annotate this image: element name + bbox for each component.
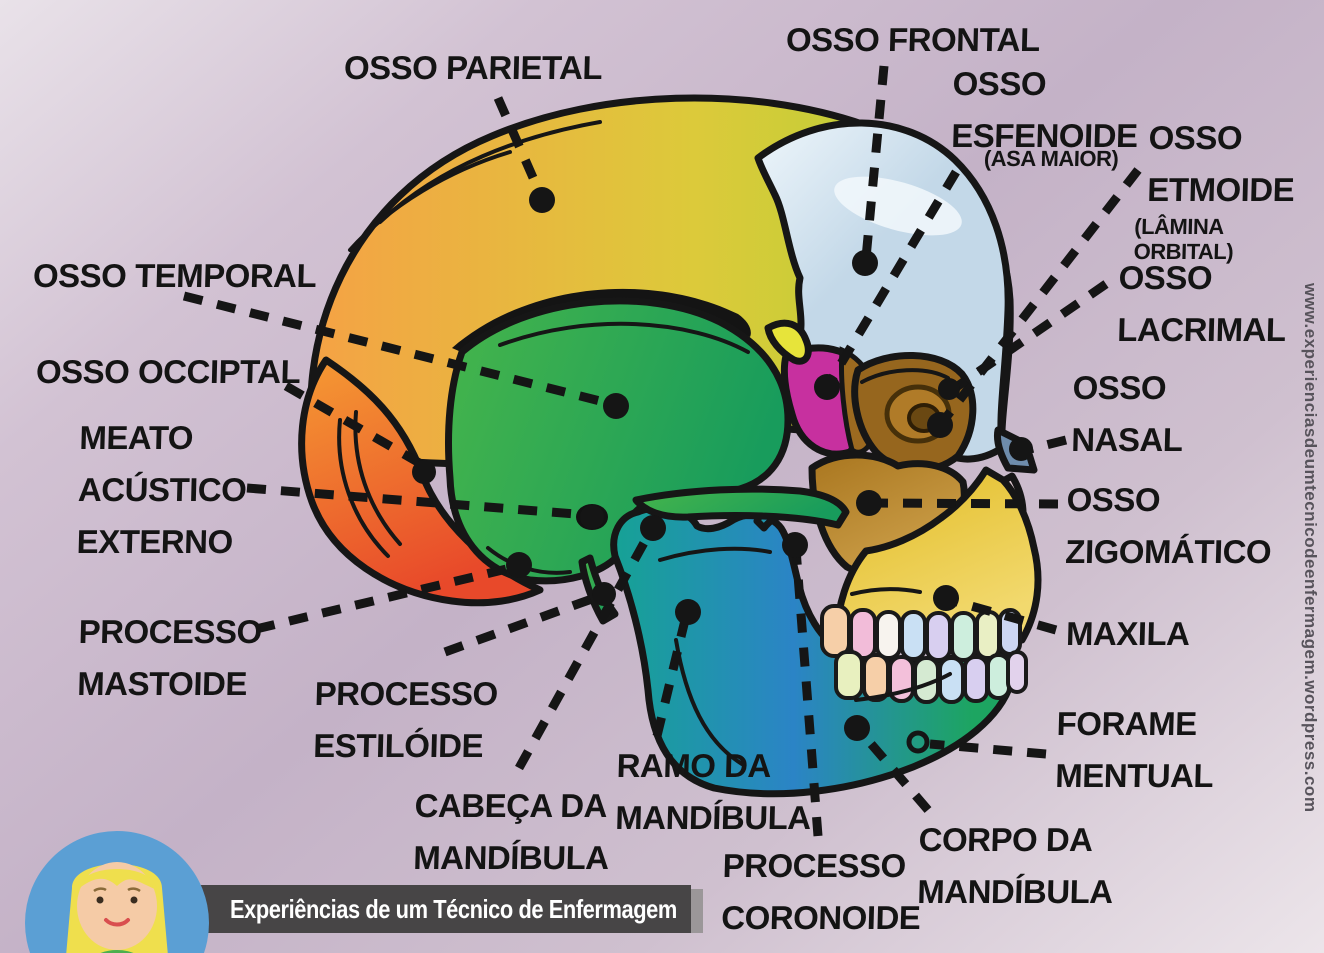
tooth xyxy=(875,610,902,660)
label-osso-occipital: OSSO OCCIPTAL xyxy=(35,353,301,390)
sketch-line xyxy=(860,368,950,384)
leader-mastoide xyxy=(254,562,517,634)
label-osso-etmoide: OSSO ETMOIDE xyxy=(1146,119,1295,208)
label-cabeca-mandibula: CABEÇA DA MANDÍBULA xyxy=(412,787,610,876)
tooth xyxy=(986,653,1011,700)
mental-foramen xyxy=(906,730,930,754)
leader-maxila xyxy=(948,595,1058,635)
leader-corpo xyxy=(856,728,932,813)
anchor-parietal xyxy=(529,187,555,213)
anchor-maxila xyxy=(933,585,959,611)
tooth xyxy=(950,611,977,662)
avatar-fringe xyxy=(77,869,157,890)
tooth xyxy=(938,656,965,704)
sketch-line xyxy=(854,672,952,702)
label-meato-acustico: MEATO ACÚSTICO EXTERNO xyxy=(76,419,247,560)
leader-etmoide xyxy=(940,167,1142,423)
anchor-esfenoide xyxy=(814,374,840,400)
tooth xyxy=(975,610,1001,660)
tooth xyxy=(900,610,927,661)
label-osso-zigomatico: OSSO ZIGOMÁTICO xyxy=(1064,481,1272,570)
avatar-eyebrow xyxy=(127,887,141,893)
tooth xyxy=(820,604,851,658)
avatar-eye xyxy=(96,896,104,904)
anchor-frontal xyxy=(852,250,878,276)
avatar-face xyxy=(77,862,157,950)
label-processo-estiloide: PROCESSO ESTILÓIDE xyxy=(312,675,499,764)
anchor-coronoide xyxy=(782,532,808,558)
leader-occipital xyxy=(283,382,431,472)
maxilla-bone xyxy=(832,466,1042,646)
anchor-nasal xyxy=(1009,437,1033,461)
blog-banner-title: Experiências de um Técnico de Enfermagem xyxy=(230,894,677,924)
leader-cabeca xyxy=(515,529,654,771)
label-osso-temporal: OSSO TEMPORAL xyxy=(32,257,317,294)
anchor-mastoide xyxy=(506,552,532,578)
nurse-avatar xyxy=(25,831,209,953)
zygomatic-arch xyxy=(632,485,850,529)
label-forame-mentual: FORAME MENTUAL xyxy=(1054,705,1214,794)
watermark-url: www.experienciasdeumtecnicodeenfermagem.… xyxy=(1301,283,1320,813)
anchor-occipital xyxy=(412,460,436,484)
leader-lines xyxy=(182,65,1142,837)
banner-edge xyxy=(691,889,703,933)
leader-temporal xyxy=(182,291,614,409)
leader-parietal xyxy=(493,96,547,200)
anchor-ramo xyxy=(675,599,701,625)
label-processo-coronoide: PROCESSO CORONOIDE xyxy=(720,847,921,936)
lower-teeth xyxy=(834,650,1028,704)
label-osso-lacrimal: OSSO LACRIMAL xyxy=(1116,259,1287,348)
sketch-line xyxy=(498,321,750,354)
sketch-line xyxy=(850,587,922,596)
leader-ramo xyxy=(652,614,691,738)
avatar-eye xyxy=(130,896,138,904)
anchor-meato xyxy=(580,505,604,529)
leader-meato xyxy=(246,483,589,520)
label-corpo-mandibula: CORPO DA MANDÍBULA xyxy=(916,821,1114,910)
leader-estiloide xyxy=(443,591,602,657)
tooth xyxy=(834,650,864,700)
anchor-lacrimal xyxy=(938,378,960,400)
sketch-line xyxy=(658,546,772,562)
label-asa-maior: (ASA MAIOR) xyxy=(983,146,1119,171)
anchor-corpo xyxy=(844,715,870,741)
label-osso-nasal: OSSO NASAL xyxy=(1070,369,1183,458)
anchor-etmoide xyxy=(927,412,953,438)
tooth xyxy=(925,611,952,662)
leader-esfenoide xyxy=(826,169,960,385)
frontal-bone-shine xyxy=(834,176,962,236)
avatar-smile xyxy=(104,918,130,927)
anchor-zigomatico xyxy=(856,490,882,516)
tooth xyxy=(862,653,890,702)
avatar-eyebrow xyxy=(93,887,107,893)
anchor-temporal xyxy=(603,393,629,419)
sphenoid-yellow-patch xyxy=(764,319,812,365)
anchor-cabeca xyxy=(640,515,666,541)
label-osso-parietal: OSSO PARIETAL xyxy=(343,49,603,86)
sketch-line xyxy=(348,150,512,252)
anchor-estiloide xyxy=(592,582,616,606)
leader-coronoide xyxy=(791,548,823,837)
label-maxila: MAXILA xyxy=(1065,615,1190,652)
label-processo-mastoide: PROCESSO MASTOIDE xyxy=(76,613,263,702)
tooth xyxy=(963,655,989,703)
sketch-line xyxy=(337,418,390,558)
leader-zigomatico xyxy=(873,498,1059,509)
tooth xyxy=(1006,650,1028,694)
label-ramo-mandibula: RAMO DA MANDÍBULA xyxy=(614,747,812,836)
